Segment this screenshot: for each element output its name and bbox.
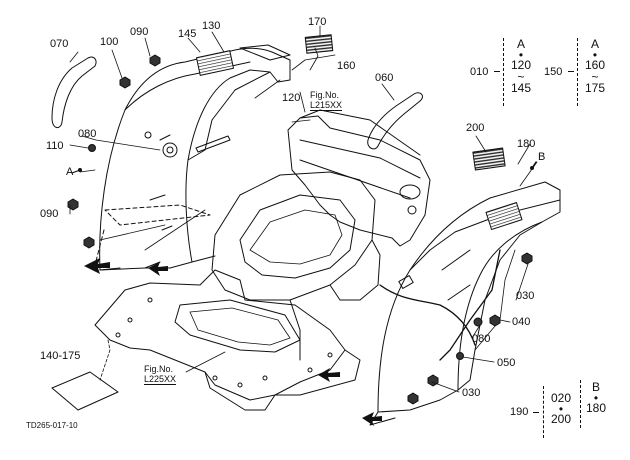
callout-170: 170 — [308, 16, 327, 28]
group-150-block: A • 160 ~ 175 — [580, 38, 610, 95]
group-190-col1-b: 200 — [550, 412, 572, 426]
callout-120: 120 — [282, 92, 301, 104]
group-010-mid: 120 — [510, 58, 532, 72]
fig-ref-l215-line2: L215XX — [310, 100, 343, 111]
group-010-bot: 145 — [510, 81, 532, 95]
group-190-col2-a: B — [591, 380, 600, 394]
fig-ref-l225-line2: L225XX — [144, 374, 177, 385]
fasteners — [67, 54, 533, 405]
callout-090-top: 090 — [130, 26, 149, 38]
direction-arrows — [84, 258, 382, 426]
group-150-id: 150 — [544, 66, 563, 78]
group-010-sep1: • — [518, 48, 524, 62]
group-150-mid: 160 — [584, 58, 606, 72]
callout-040: 040 — [512, 316, 531, 328]
decal-200 — [472, 147, 506, 171]
callout-090-left: 090 — [40, 208, 59, 220]
callout-030-upper: 030 — [516, 290, 535, 302]
group-010-sep2: ~ — [517, 70, 525, 84]
group-190-brace-right — [580, 380, 581, 428]
group-190-col1-sep: • — [558, 402, 564, 416]
callout-050: 050 — [497, 357, 516, 369]
left-grab-handle — [51, 56, 97, 128]
group-190-col2-b: 180 — [585, 401, 607, 415]
group-150-connector — [568, 71, 574, 72]
callout-A-left-fender: A — [66, 166, 74, 178]
group-190-col1-a: 020 — [550, 391, 572, 405]
callout-160: 160 — [337, 60, 356, 72]
callout-030-lower: 030 — [462, 387, 481, 399]
group-150-bot: 175 — [584, 81, 606, 95]
callout-180: 180 — [517, 138, 536, 150]
group-190-col2-sep: • — [593, 391, 599, 405]
seat-platform — [211, 171, 381, 361]
group-010-id: 010 — [470, 66, 489, 78]
group-150-brace — [577, 38, 578, 106]
right-grab-handle — [367, 92, 423, 150]
callout-B-right-fender: B — [538, 151, 546, 163]
leader-lines — [69, 25, 538, 393]
floor-mat — [51, 371, 119, 411]
group-190-col2: B • 180 — [582, 381, 610, 415]
callout-140-175: 140-175 — [40, 350, 81, 362]
group-150-sep1: • — [592, 48, 598, 62]
callout-060: 060 — [375, 72, 394, 84]
group-150-sep2: ~ — [591, 70, 599, 84]
floor-plate — [94, 269, 361, 411]
callout-200: 200 — [466, 122, 485, 134]
callout-145: 145 — [178, 28, 197, 40]
callout-070: 070 — [50, 38, 69, 50]
diagram-code: TD265-017-10 — [26, 421, 78, 430]
callout-110: 110 — [46, 140, 64, 152]
group-190-id: 190 — [510, 406, 529, 418]
wire-harness — [379, 284, 476, 346]
group-010-connector — [494, 71, 500, 72]
callout-080-right: 080 — [472, 333, 491, 345]
center-panel — [287, 109, 431, 247]
group-190-brace-left — [543, 386, 544, 438]
group-010-brace — [503, 38, 504, 106]
group-190-col1: 020 • 200 — [546, 392, 576, 426]
fig-ref-l225: Fig.No. L225XX — [144, 364, 177, 385]
decal-170-160 — [304, 34, 334, 54]
fig-ref-l215-line1: Fig.No. — [310, 90, 340, 100]
callout-080-left: 080 — [78, 128, 97, 140]
group-190-connector — [533, 412, 539, 413]
callout-100: 100 — [100, 36, 119, 48]
fig-ref-l215: Fig.No. L215XX — [310, 90, 343, 111]
left-fender — [94, 44, 291, 271]
fig-ref-l225-line1: Fig.No. — [144, 364, 174, 374]
callout-130: 130 — [202, 20, 221, 32]
group-010-top: A — [516, 37, 525, 51]
group-010-block: A • 120 ~ 145 — [506, 38, 536, 95]
group-150-top: A — [590, 37, 599, 51]
